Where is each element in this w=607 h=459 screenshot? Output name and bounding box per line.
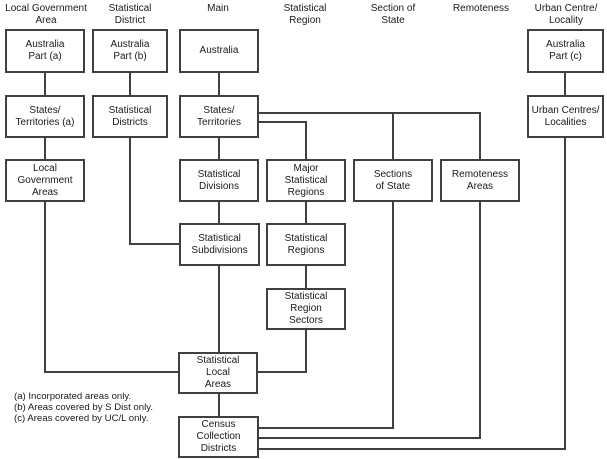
- connector-australia-to-states-territories: [218, 73, 220, 95]
- column-header-main: Main: [207, 3, 229, 14]
- node-australia-part-a: Australia Part (a): [5, 29, 85, 73]
- connector-statistical-districts-down: [129, 138, 131, 245]
- node-australia-part-b: Australia Part (b): [92, 29, 168, 73]
- connector-australia-b-to-statistical-districts: [129, 73, 131, 95]
- connector-lga-to-sla: [44, 371, 180, 373]
- connector-ccd-to-remoteness-areas: [259, 437, 481, 439]
- connector-drop-to-major-statistical-regions: [305, 121, 307, 159]
- node-local-government-areas: Local Government Areas: [5, 159, 85, 202]
- connector-sectors-down: [305, 330, 307, 373]
- node-sections-of-state: Sections of State: [353, 159, 433, 202]
- connector-statistical-districts-to-subdivisions: [129, 243, 181, 245]
- node-australia: Australia: [179, 29, 259, 73]
- node-major-statistical-regions: Major Statistical Regions: [266, 159, 346, 202]
- connector-australia-c-to-urban-centres: [564, 73, 566, 95]
- connector-remoteness-areas-down: [479, 202, 481, 439]
- connector-msr-to-statistical-regions: [305, 202, 307, 223]
- connector-states-territories-to-right-branches: [259, 112, 481, 114]
- node-census-collection-districts: Census Collection Districts: [178, 416, 259, 458]
- connector-sla-to-ccd: [218, 394, 220, 416]
- column-header-statistical-district: Statistical District: [108, 3, 152, 26]
- column-header-section-of-state: Section of State: [370, 3, 416, 26]
- node-states-territories: States/ Territories: [179, 95, 259, 138]
- connector-statistical-regions-to-sectors: [305, 266, 307, 288]
- column-header-remoteness: Remoteness: [452, 3, 510, 14]
- connector-lga-down: [44, 202, 46, 373]
- node-australia-part-c: Australia Part (c): [527, 29, 604, 73]
- connector-sectors-to-sla: [258, 371, 307, 373]
- node-statistical-local-areas: Statistical Local Areas: [178, 352, 258, 394]
- connector-states-territories-to-divisions: [218, 138, 220, 159]
- connector-states-territories-a-to-lga: [44, 138, 46, 159]
- connector-subdivisions-to-sla: [218, 266, 220, 352]
- node-states-territories-a: States/ Territories (a): [5, 95, 85, 138]
- connector-ccd-to-urban-centres: [259, 448, 566, 450]
- column-header-urban-centre-locality: Urban Centre/ Locality: [534, 3, 598, 26]
- column-header-statistical-region: Statistical Region: [283, 3, 327, 26]
- connector-divisions-to-subdivisions: [218, 202, 220, 223]
- connector-states-territories-to-msr: [259, 121, 307, 123]
- node-remoteness-areas: Remoteness Areas: [440, 159, 520, 202]
- node-statistical-regions: Statistical Regions: [266, 223, 346, 266]
- connector-ccd-to-sections-of-state: [259, 427, 394, 429]
- footnote-c: (c) Areas covered by UC/L only.: [14, 413, 149, 424]
- connector-drop-to-remoteness-areas: [479, 112, 481, 159]
- node-statistical-districts: Statistical Districts: [92, 95, 168, 138]
- footnote-a: (a) Incorporated areas only.: [14, 391, 132, 402]
- column-header-local-government-area: Local Government Area: [5, 3, 87, 26]
- connector-australia-a-to-states-territories-a: [44, 73, 46, 95]
- connector-sections-of-state-down: [392, 202, 394, 429]
- node-statistical-divisions: Statistical Divisions: [179, 159, 259, 202]
- connector-urban-centres-down: [564, 138, 566, 450]
- node-urban-centres-localities: Urban Centres/ Localities: [527, 95, 604, 138]
- connector-drop-to-sections-of-state: [392, 112, 394, 159]
- footnotes: (a) Incorporated areas only. (b) Areas c…: [14, 391, 153, 424]
- node-statistical-region-sectors: Statistical Region Sectors: [266, 288, 346, 330]
- footnote-b: (b) Areas covered by S Dist only.: [14, 402, 153, 413]
- node-statistical-subdivisions: Statistical Subdivisions: [179, 223, 260, 266]
